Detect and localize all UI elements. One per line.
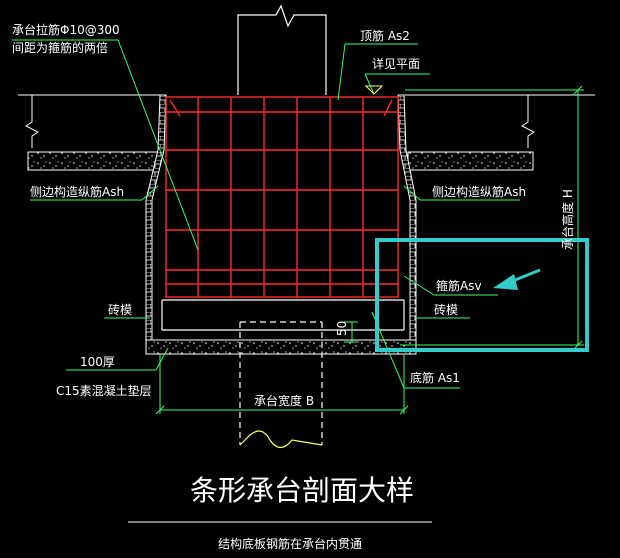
tie-bar-label: 承台拉筋Φ10@300 (12, 22, 120, 37)
leader-lines (12, 39, 520, 389)
drawing-title: 条形承台剖面大样 (190, 474, 414, 507)
brick-right-label: 砖模 (434, 302, 458, 317)
width-dimension (155, 354, 409, 415)
ground-lines (18, 94, 595, 148)
cushion-material-label: C15素混凝土垫层 (56, 383, 152, 398)
rebar-cage (165, 96, 399, 298)
pile (239, 321, 323, 449)
height-dimension (400, 85, 584, 350)
cushion-layer (145, 339, 417, 355)
stirrup-label: 箍筋Asv (436, 278, 482, 293)
highlight-box (375, 238, 589, 352)
side-bar-right-label: 侧边构造纵筋Ash (432, 184, 526, 199)
column-stub (237, 4, 327, 95)
top-bar-label: 顶筋 As2 (360, 28, 410, 43)
bottom-bar-lines (161, 299, 405, 331)
floor-slab (27, 151, 534, 171)
see-plan-label: 详见平面 (372, 56, 420, 71)
width-label: 承台宽度 B (254, 393, 314, 408)
dim-50-label: 50 (335, 321, 349, 336)
height-label: 承台高度 H (560, 189, 575, 250)
side-bar-left-label: 侧边构造纵筋Ash (30, 184, 124, 199)
cover-dimension (344, 321, 358, 343)
cushion-thickness-label: 100厚 (80, 355, 115, 369)
pointer-arrow-icon (493, 268, 541, 290)
bottom-bar-label: 底筋 As1 (410, 370, 460, 385)
tie-bar-spacing-label: 间距为箍筋的两倍 (12, 40, 108, 55)
brick-left-label: 砖模 (108, 302, 132, 317)
drawing-note: 结构底板钢筋在承台内贯通 (218, 536, 362, 551)
section-mark-icon (364, 85, 384, 95)
